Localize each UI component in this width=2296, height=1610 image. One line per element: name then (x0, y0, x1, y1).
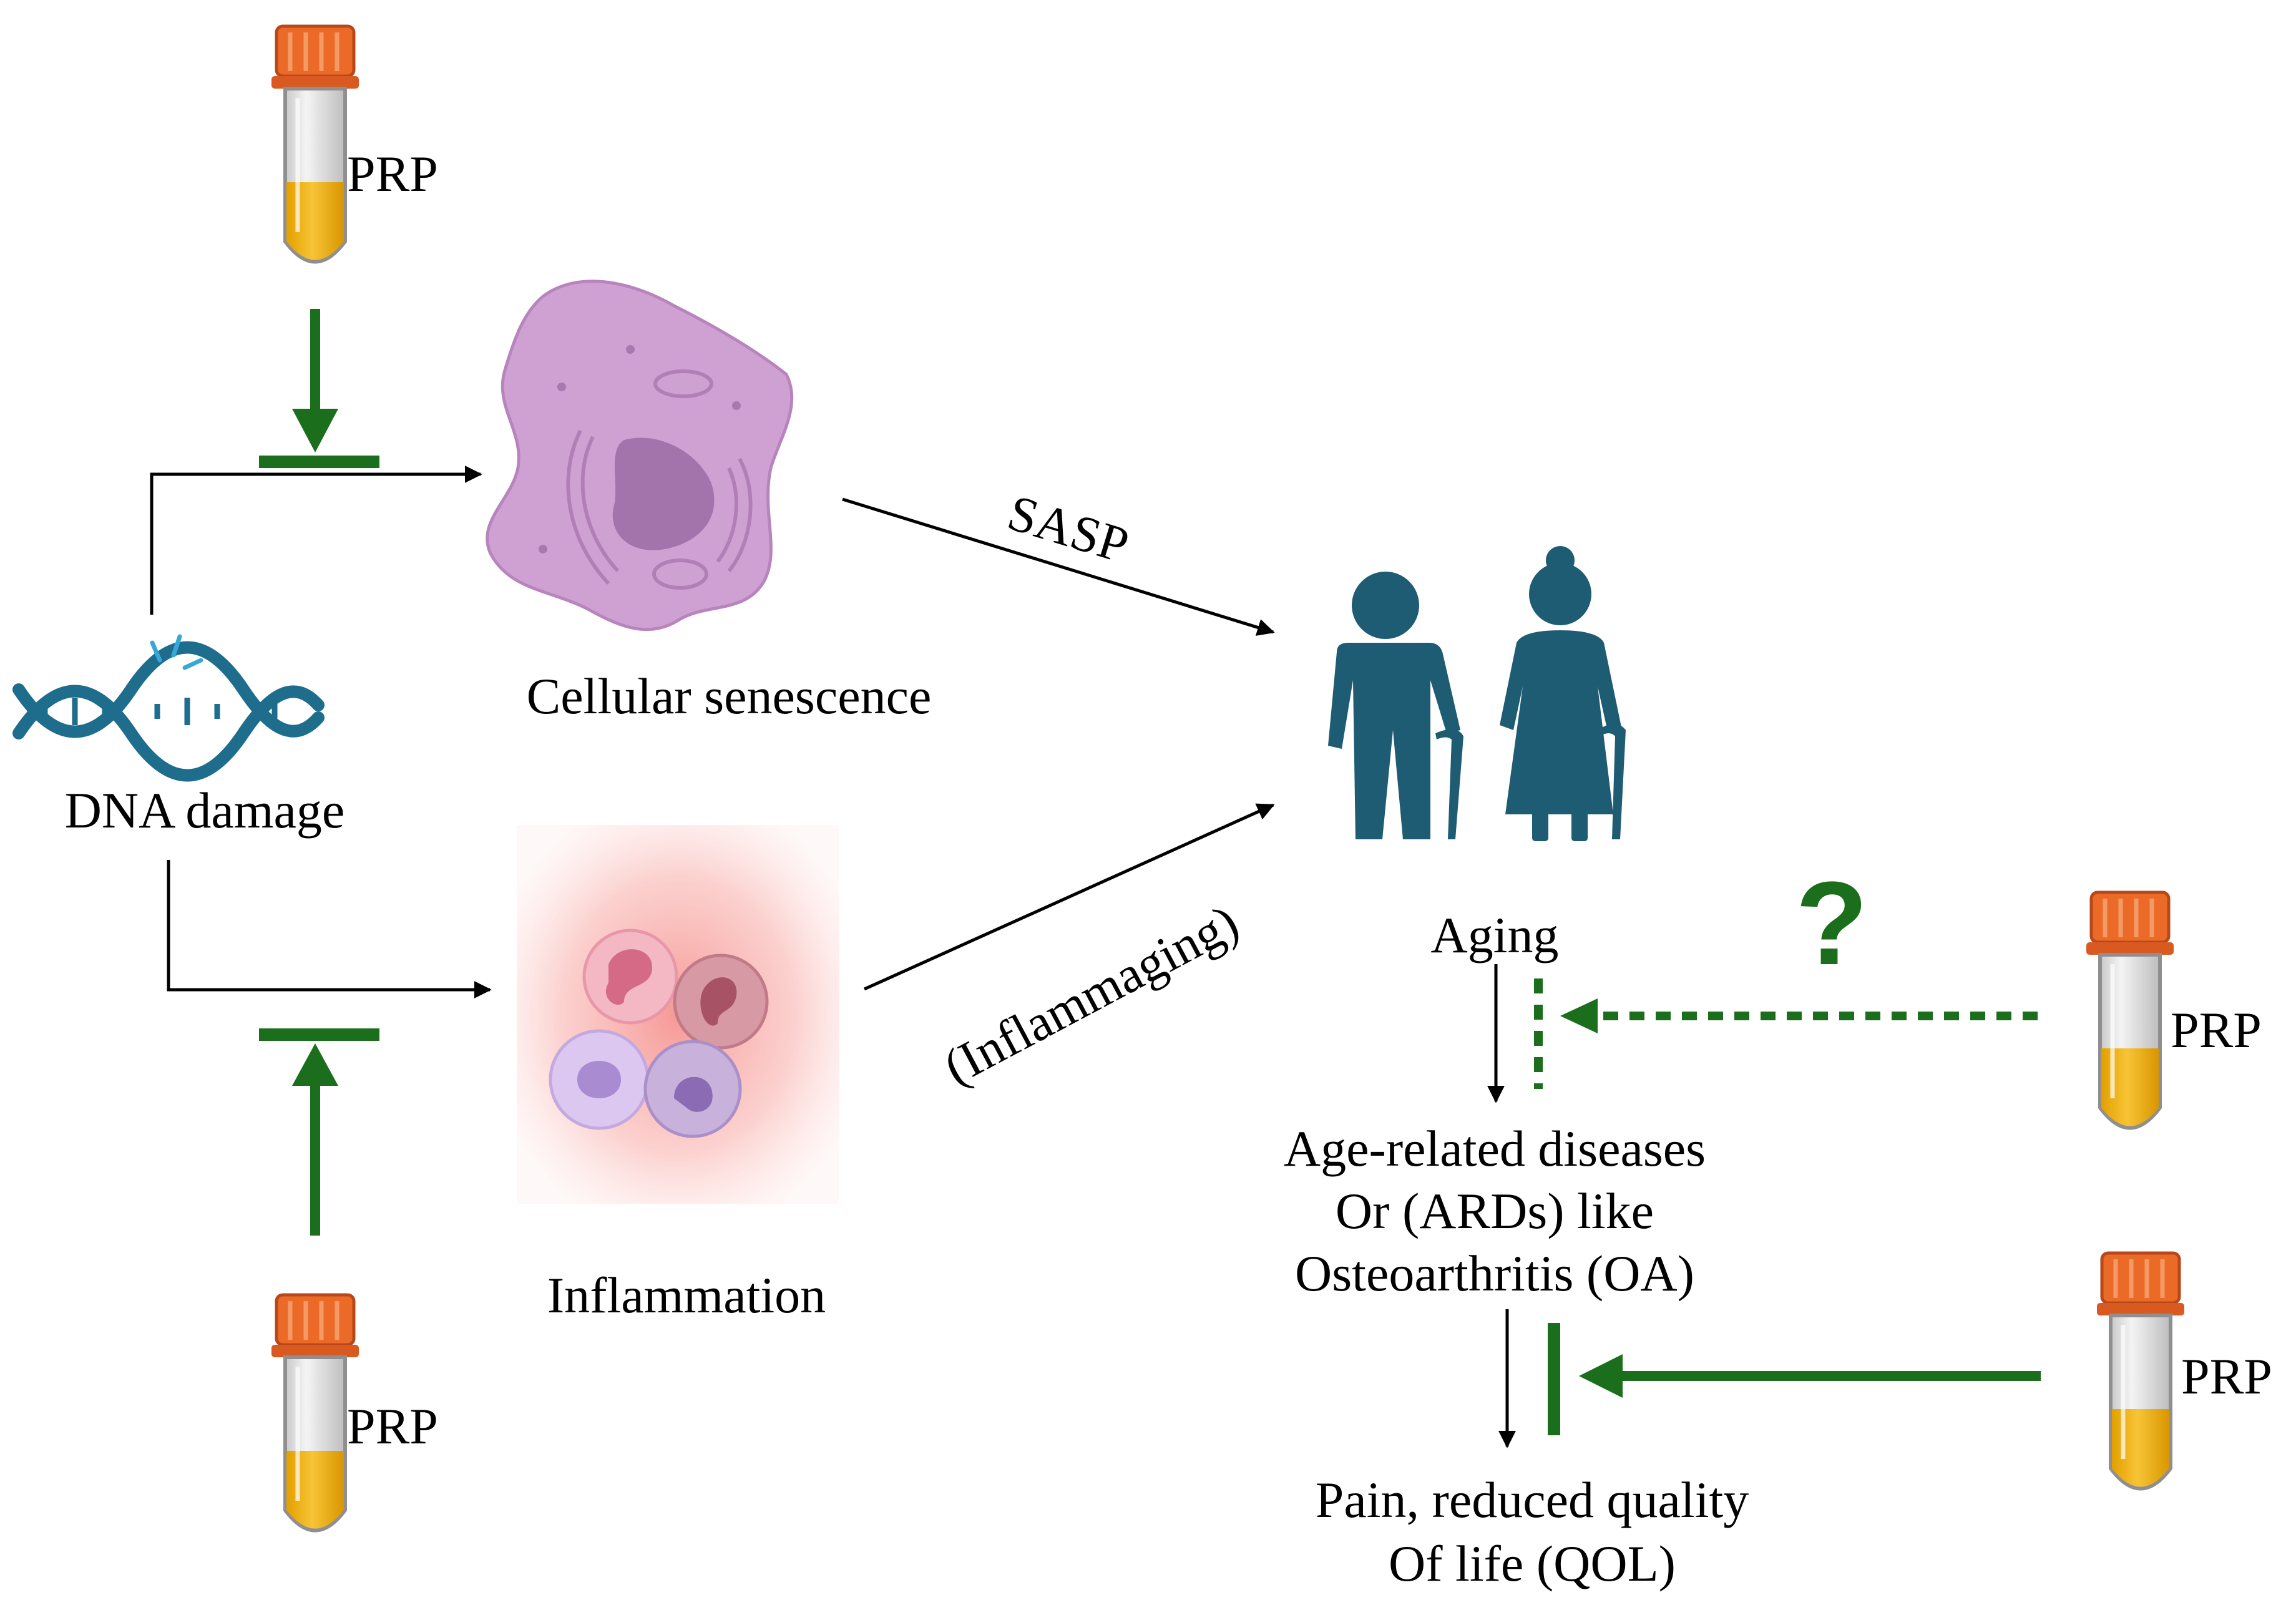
prp-tube-icon (271, 26, 359, 262)
ard-label-line2: Or (ARDs) like (1335, 1183, 1654, 1239)
inflammation-cells-icon (517, 825, 839, 1204)
qol-label-line2: Of life (QOL) (1389, 1535, 1676, 1592)
ard-label-line1: Age-related diseases (1283, 1120, 1706, 1177)
qol-label-line1: Pain, reduced quality (1315, 1471, 1749, 1528)
ard-label-line3: Osteoarthritis (OA) (1295, 1245, 1694, 1302)
prp-inflammation-inhibitor-arrowhead (292, 1043, 338, 1086)
dna-to-inflammation-arrow (167, 860, 492, 998)
prp-label-right-top: PRP (2171, 1002, 2262, 1058)
prp-label-bottom: PRP (347, 1398, 438, 1455)
elderly-couple-icon (1328, 546, 1626, 841)
inflammation-label: Inflammation (547, 1267, 826, 1324)
dna-icon (12, 634, 325, 782)
prp-tube-icon (2086, 892, 2174, 1128)
prp-tube-icon (2097, 1253, 2184, 1489)
sasp-arrow (842, 497, 1275, 636)
prp-senescence-inhibitor-arrowhead (292, 409, 338, 452)
aging-label: Aging (1430, 907, 1559, 964)
dna-to-senescence-arrow (150, 466, 482, 615)
cellular-senescence-label: Cellular senescence (526, 668, 932, 724)
prp-qol-arrowhead (1579, 1354, 1623, 1398)
dna-damage-label: DNA damage (64, 782, 345, 839)
prp-label-right-bottom: PRP (2181, 1348, 2272, 1405)
uncertain-prp-arrowhead (1560, 998, 1598, 1033)
inflammaging-arrow (863, 803, 1275, 991)
prp-label-top: PRP (347, 145, 438, 202)
prp-tube-icon (271, 1295, 359, 1531)
senescent-cell-icon (486, 280, 794, 632)
question-mark: ? (1795, 857, 1869, 990)
